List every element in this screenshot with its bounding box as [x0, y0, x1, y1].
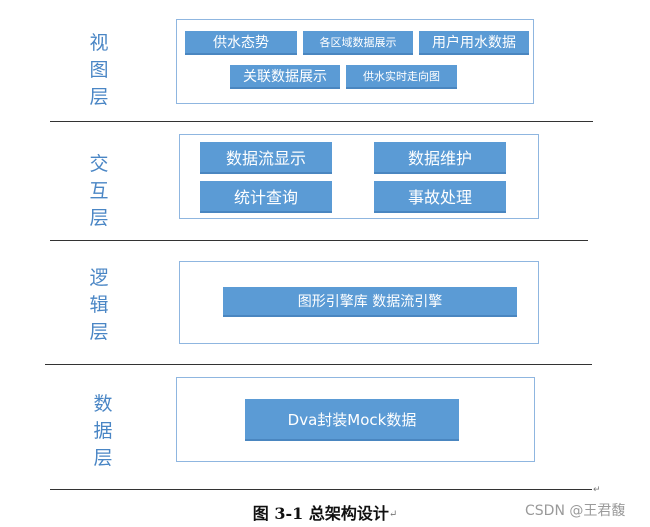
box-data-maintenance: 数据维护 [374, 142, 506, 174]
return-mark: ↵ [388, 509, 398, 520]
label-char: 层 [89, 321, 109, 343]
separator-line [50, 240, 588, 241]
caption-text: 图 3-1 总架构设计 [252, 504, 389, 523]
box-dva-mock-data: Dva封装Mock数据 [245, 399, 459, 441]
box-user-water-data: 用户用水数据 [419, 31, 529, 55]
label-char: 互 [89, 180, 109, 202]
figure-caption: 图 3-1 总架构设计↵ [0, 500, 650, 524]
label-char: 视 [89, 32, 109, 54]
box-water-supply-status: 供水态势 [185, 31, 297, 55]
box-data-flow-display: 数据流显示 [200, 142, 332, 174]
box-graphics-and-dataflow-engine: 图形引擎库 数据流引擎 [223, 287, 517, 317]
box-region-data-display: 各区域数据展示 [303, 31, 413, 55]
label-char: 交 [89, 153, 109, 175]
separator-line [50, 489, 592, 490]
separator-line [50, 121, 593, 122]
label-char: 逻 [89, 267, 109, 289]
box-statistics-query: 统计查询 [200, 181, 332, 213]
return-mark: ↵ [593, 485, 601, 495]
label-char: 层 [89, 207, 109, 229]
label-char: 数 [93, 393, 113, 415]
box-related-data-display: 关联数据展示 [230, 65, 340, 89]
layer-label-view: 视 图 层 [84, 30, 114, 111]
csdn-watermark: CSDN @王君馥 [525, 503, 626, 519]
label-char: 辑 [89, 294, 109, 316]
layer-label-data: 数 据 层 [88, 391, 118, 472]
label-char: 据 [93, 420, 113, 442]
layer-label-logic: 逻 辑 层 [84, 265, 114, 346]
label-char: 图 [89, 59, 109, 81]
separator-line [45, 364, 592, 365]
label-char: 层 [93, 447, 113, 469]
label-char: 层 [89, 86, 109, 108]
box-realtime-flow-map: 供水实时走向图 [346, 65, 457, 89]
layer-label-interaction: 交 互 层 [84, 151, 114, 232]
box-incident-handling: 事故处理 [374, 181, 506, 213]
